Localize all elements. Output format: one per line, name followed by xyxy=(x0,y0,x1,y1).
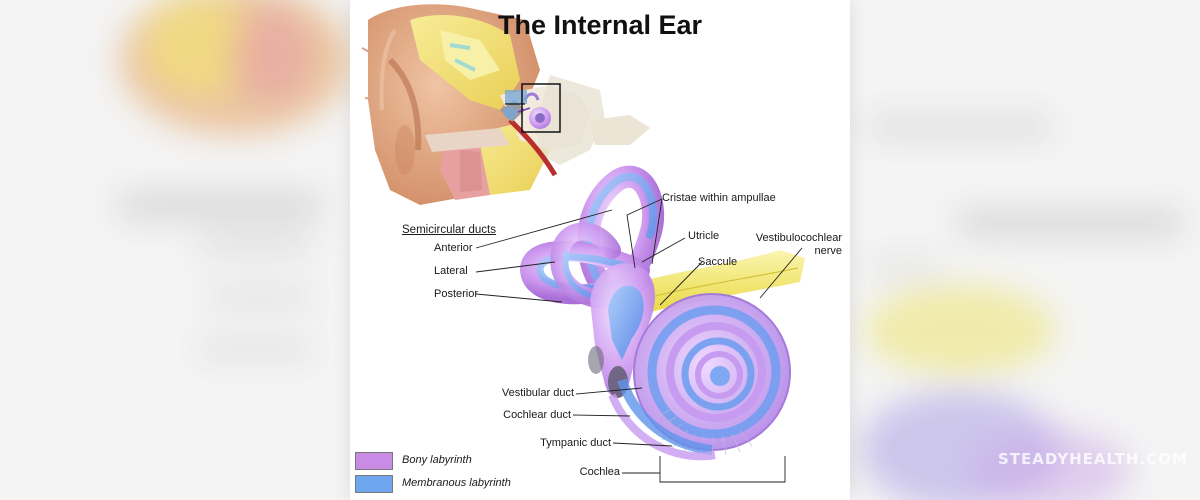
label-tympanic-duct: Tympanic duct xyxy=(540,437,611,449)
outer-ear-cross-section xyxy=(361,4,650,205)
label-cochlea: Cochlea xyxy=(579,466,620,478)
label-vestibular-duct: Vestibular duct xyxy=(501,387,574,399)
cochlea-spiral xyxy=(608,293,791,461)
label-anterior: Anterior xyxy=(434,242,473,254)
label-semicircular-ducts: Semicircular ducts xyxy=(402,224,496,236)
legend-swatch-membranous xyxy=(355,475,393,493)
label-cochlear-duct: Cochlear duct xyxy=(503,409,571,421)
label-cristae: Cristae within ampullae xyxy=(662,192,776,204)
zoom-box xyxy=(521,83,561,133)
label-lateral: Lateral xyxy=(434,265,468,277)
watermark-logo: STEADYHEALTH.COM xyxy=(998,450,1188,468)
legend-label-bony: Bony labyrinth xyxy=(402,454,472,466)
label-vestibulocochlear-line1: Vestibulocochlear xyxy=(755,232,842,244)
vestibulocochlear-nerve xyxy=(640,250,805,312)
label-utricle: Utricle xyxy=(688,230,720,242)
label-posterior: Posterior xyxy=(434,288,479,300)
legend-label-membranous: Membranous labyrinth xyxy=(402,477,511,489)
legend-swatch-bony xyxy=(355,452,393,470)
page-title: The Internal Ear xyxy=(497,10,703,40)
internal-ear-illustration xyxy=(361,4,805,483)
label-saccule: Saccule xyxy=(698,256,738,268)
vestibule xyxy=(588,263,655,398)
label-vestibulocochlear-line2: nerve xyxy=(814,245,842,257)
leader-lines xyxy=(475,198,803,483)
label-vestibulocochlear-nerve: Vestibulocochlear nerve xyxy=(742,232,842,258)
diagram-panel: The Internal Ear Semicircular ducts Ante… xyxy=(350,0,850,500)
